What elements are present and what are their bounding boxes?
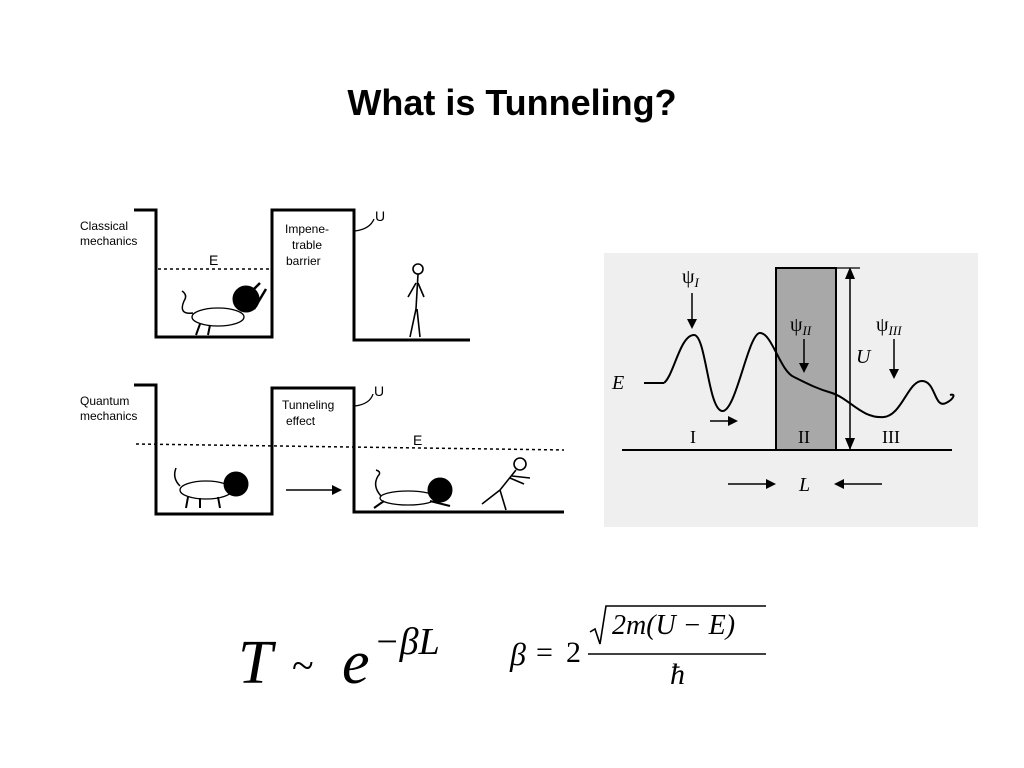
energy-label: E xyxy=(413,432,422,448)
barrier-label: effect xyxy=(286,414,316,428)
potential-label: U xyxy=(856,346,872,368)
lion-icon xyxy=(373,469,453,509)
regime-label: Classical xyxy=(80,219,128,233)
formula-symbol: β xyxy=(510,636,526,672)
potential-label: U xyxy=(374,383,384,399)
transmission-formula: T ~ e −βL xyxy=(238,620,468,700)
page-title: What is Tunneling? xyxy=(347,82,677,123)
regime-label: mechanics xyxy=(80,409,137,423)
arrow-right-icon xyxy=(286,485,342,495)
person-icon xyxy=(481,457,531,511)
energy-label: E xyxy=(611,372,624,394)
barrier-label: Tunneling xyxy=(282,398,334,412)
region-label: III xyxy=(882,427,900,447)
regime-label: Quantum xyxy=(80,394,129,408)
regime-label: mechanics xyxy=(80,234,137,248)
lion-icon xyxy=(173,467,249,509)
potential-well-outline xyxy=(134,208,470,342)
barrier-label: trable xyxy=(292,238,322,252)
formula-symbol: ħ xyxy=(670,658,685,691)
potential-label: U xyxy=(375,208,385,224)
formula-symbol: = xyxy=(536,636,553,669)
barrier-label: Impene- xyxy=(285,222,329,236)
classical-mechanics-diagram: Classical mechanics E Impene- trable bar… xyxy=(80,208,470,342)
psi-label: ψIII xyxy=(876,314,902,338)
energy-level-line xyxy=(135,443,565,451)
wavefunction-curve xyxy=(663,331,955,419)
potential-barrier xyxy=(775,267,837,451)
formula-symbol: 2 xyxy=(566,636,581,669)
barrier-label: barrier xyxy=(286,254,321,268)
energy-label: E xyxy=(209,252,218,268)
radical-sign xyxy=(589,605,766,645)
formula-exponent: −βL xyxy=(374,621,440,663)
region-label: I xyxy=(690,427,696,447)
region-label: II xyxy=(798,427,810,447)
person-icon xyxy=(407,263,425,338)
formula-symbol: ~ xyxy=(292,643,314,688)
formula-radicand: 2m(U − E) xyxy=(612,610,736,641)
beta-formula: β = 2 2m(U − E) ħ xyxy=(510,600,770,695)
quantum-mechanics-diagram: Quantum mechanics Tunneling effect U E xyxy=(80,383,565,516)
formula-symbol: e xyxy=(342,629,370,697)
potential-well-outline xyxy=(134,383,564,516)
psi-label: ψI xyxy=(682,266,700,290)
wavefunction-diagram: U ψI ψII ψIII E I II III L xyxy=(604,253,978,527)
width-label: L xyxy=(798,474,810,496)
lion-icon xyxy=(181,282,268,336)
psi-label: ψII xyxy=(790,314,812,338)
formula-symbol: T xyxy=(238,629,273,697)
